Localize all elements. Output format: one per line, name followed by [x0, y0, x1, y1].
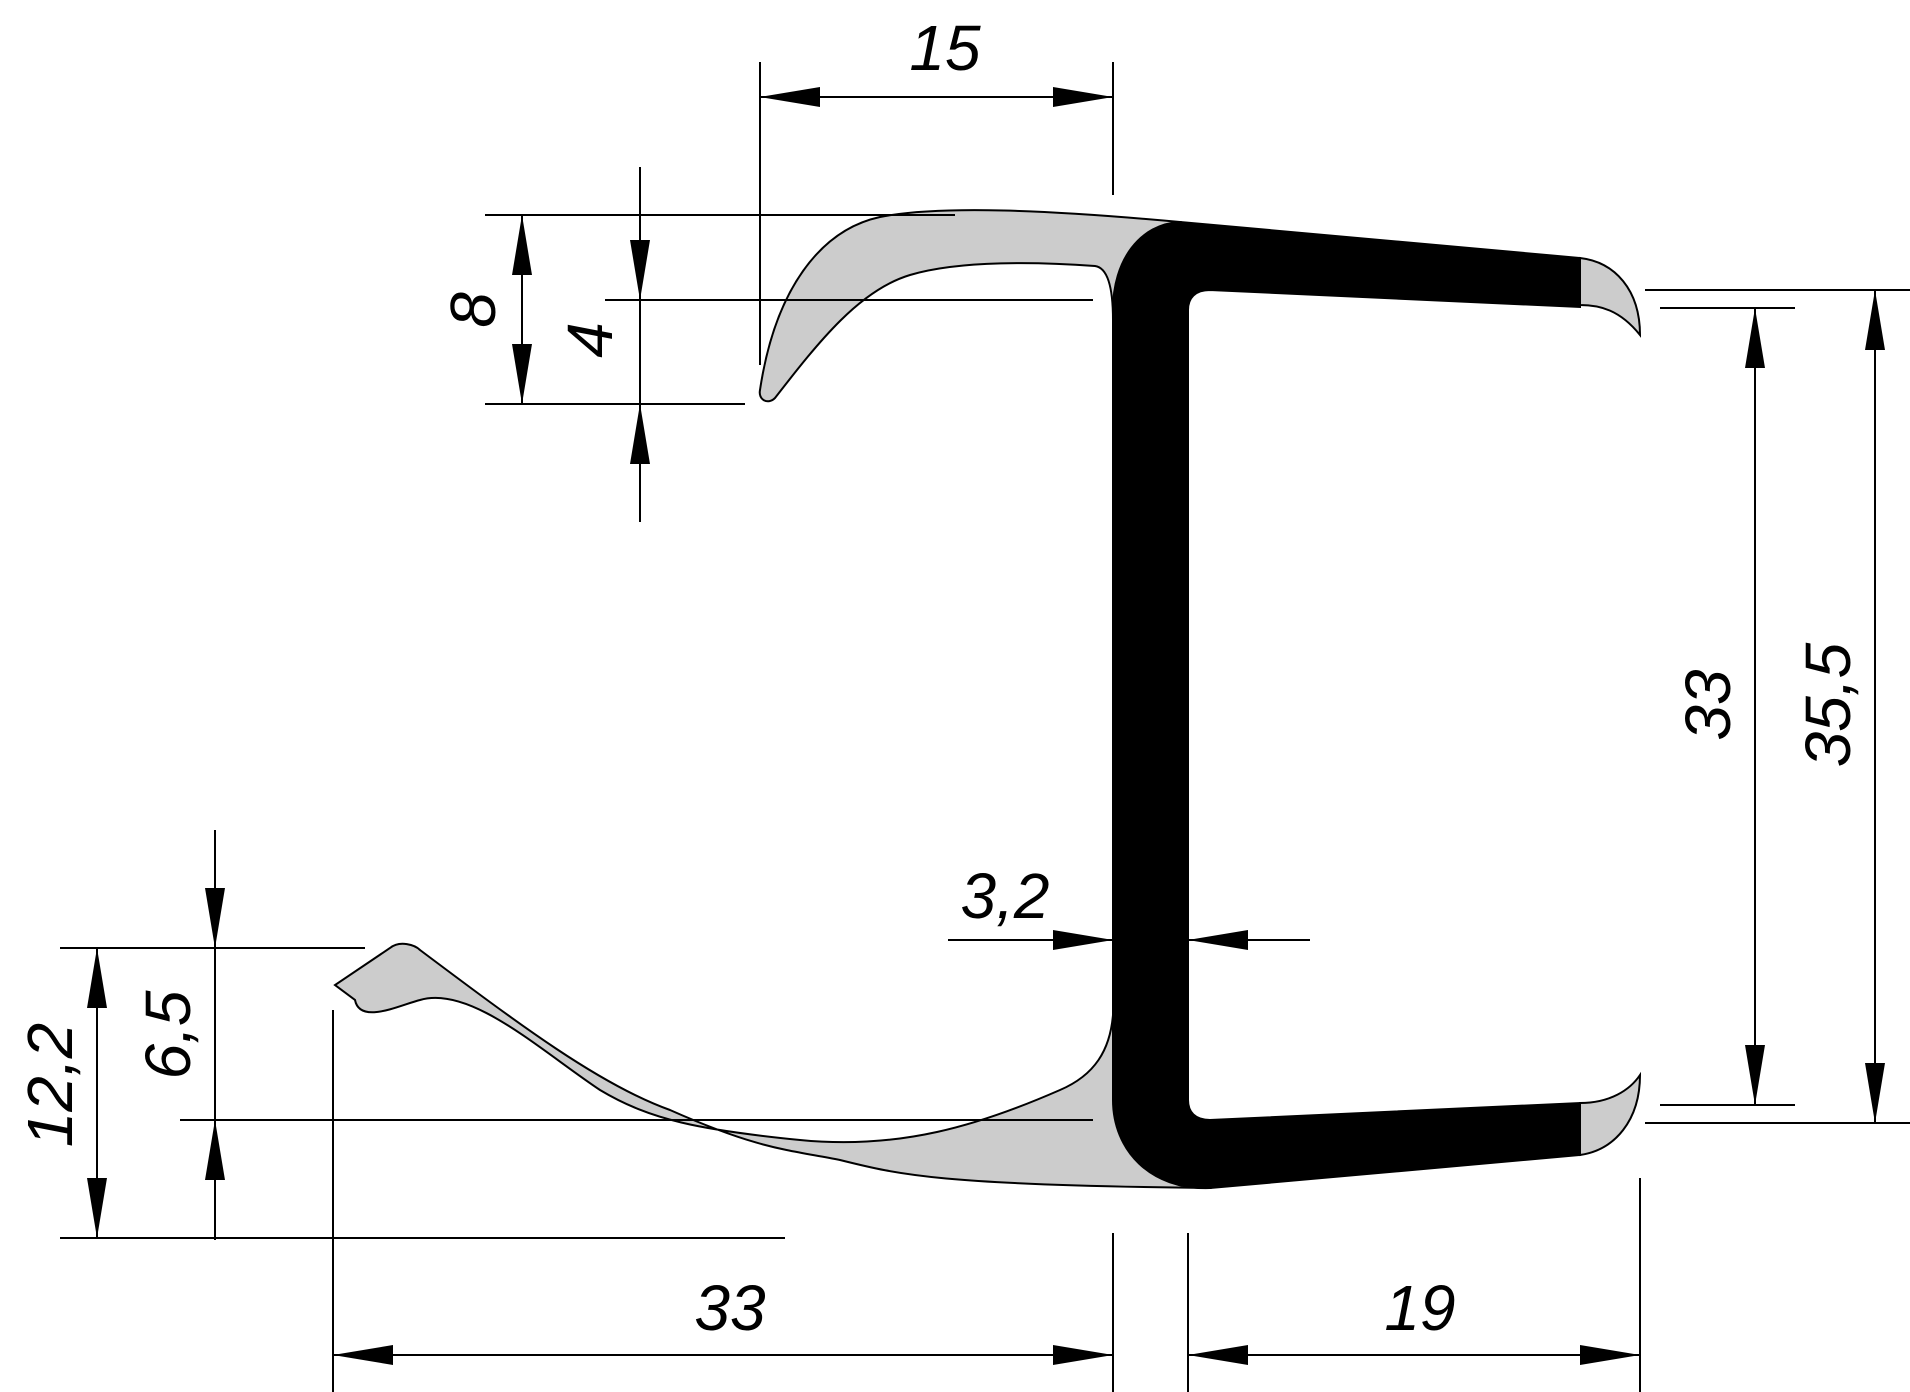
- rigid-u-profile: [1112, 220, 1581, 1190]
- upper-seal-lip: [758, 209, 1182, 403]
- dim-15-label: 15: [909, 12, 981, 84]
- dim-3-2-label: 3,2: [961, 860, 1050, 932]
- lower-tip-seal: [1579, 1071, 1642, 1157]
- dim-6-5-label: 6,5: [132, 990, 204, 1079]
- extension-lines: [60, 62, 1910, 1392]
- dim-33-inner-label: 33: [1672, 669, 1744, 741]
- dim-4-label: 4: [554, 322, 626, 358]
- lower-seal-lip: [333, 942, 1212, 1190]
- dim-35-5-label: 35,5: [1792, 642, 1864, 767]
- upper-tip-seal: [1579, 256, 1642, 338]
- dimension-lines: [87, 87, 1885, 1365]
- dim-8-label: 8: [437, 292, 509, 328]
- dim-19-label: 19: [1384, 1272, 1455, 1344]
- dim-33-bottom-label: 33: [694, 1272, 766, 1344]
- dim-12-2-label: 12,2: [14, 1023, 86, 1148]
